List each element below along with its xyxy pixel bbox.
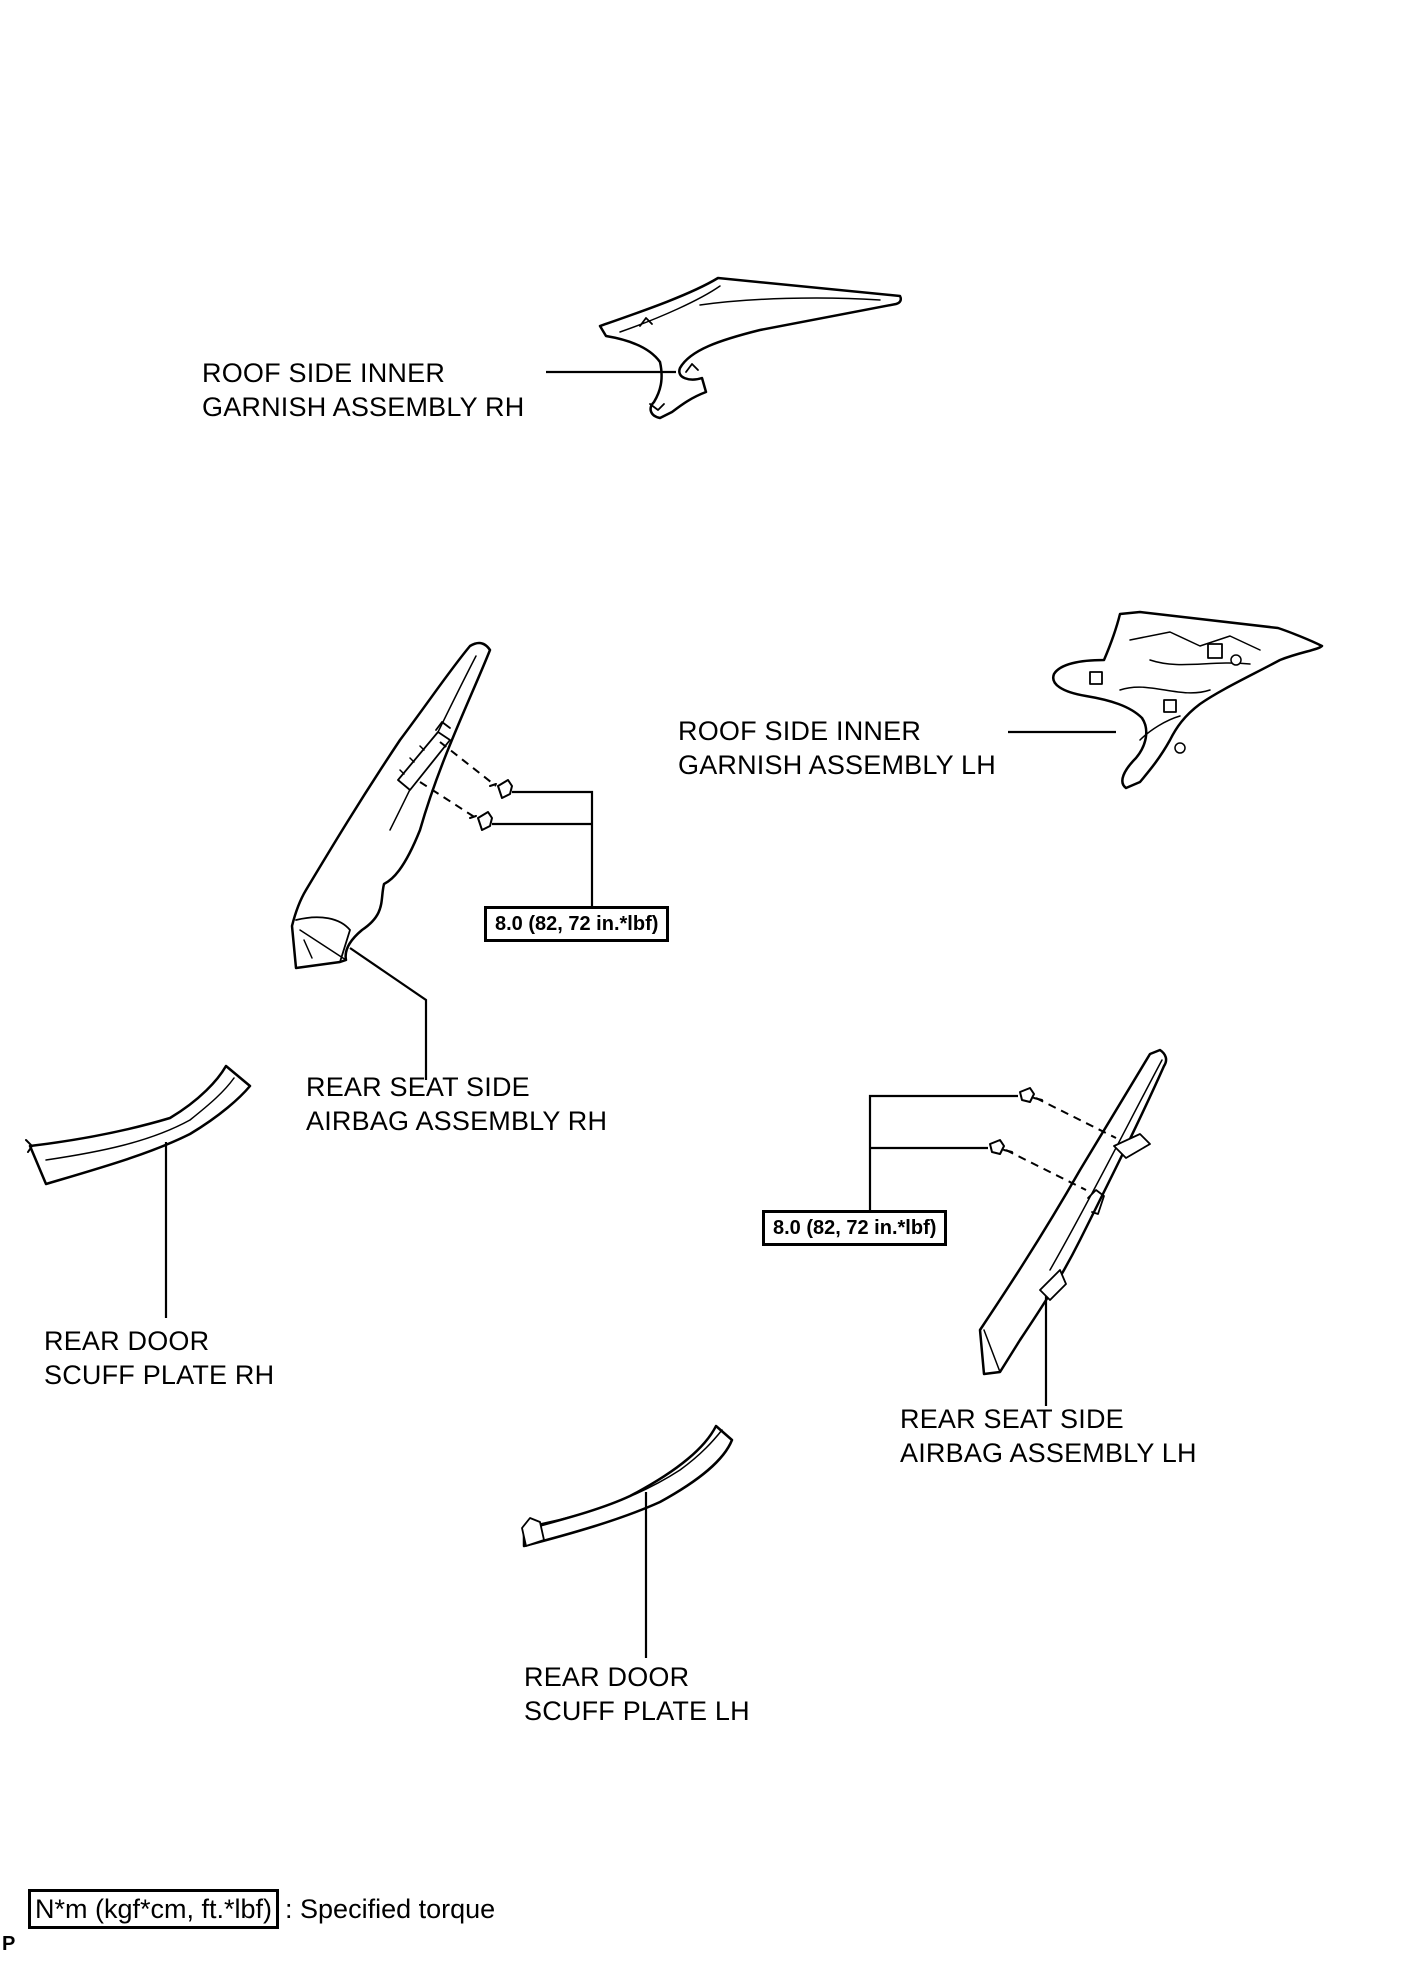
corner-mark: P	[2, 1933, 16, 1955]
scuff-plate-lh-illustration	[521, 1424, 734, 1548]
airbag-lh-illustration	[978, 1048, 1168, 1376]
legend-description: : Specified torque	[285, 1893, 496, 1924]
torque-bracket-rh	[492, 790, 594, 910]
fastener-line-lh-lower	[1005, 1149, 1087, 1191]
label-scuff-rh: REAR DOOR SCUFF PLATE RH	[44, 1326, 275, 1390]
bolt-rh-upper	[489, 779, 513, 799]
scuff-plate-rh-illustration	[25, 1064, 252, 1186]
label-airbag-lh: REAR SEAT SIDE AIRBAG ASSEMBLY LH	[900, 1404, 1197, 1468]
fastener-line-lh-upper	[1035, 1097, 1117, 1139]
label-roof-garnish-lh: ROOF SIDE INNER GARNISH ASSEMBLY LH	[678, 716, 996, 780]
torque-spec-rh: 8.0 (82, 72 in.*lbf)	[484, 906, 670, 942]
roof-garnish-lh-illustration	[1052, 610, 1324, 790]
bolt-rh-lower	[469, 811, 493, 831]
airbag-rh-illustration	[290, 641, 492, 970]
fastener-line-rh-upper	[439, 741, 497, 787]
leader-airbag-rh	[349, 947, 428, 1080]
fastener-line-rh-lower	[419, 781, 477, 819]
label-roof-garnish-rh: ROOF SIDE INNER GARNISH ASSEMBLY RH	[202, 358, 525, 422]
label-scuff-lh: REAR DOOR SCUFF PLATE LH	[524, 1662, 750, 1726]
roof-garnish-rh-illustration	[598, 276, 903, 420]
torque-legend: N*m (kgf*cm, ft.*lbf) : Specified torque	[28, 1889, 495, 1929]
legend-unit-box: N*m (kgf*cm, ft.*lbf)	[28, 1889, 280, 1929]
torque-spec-lh: 8.0 (82, 72 in.*lbf)	[762, 1210, 948, 1246]
torque-bracket-lh	[868, 1094, 1018, 1216]
label-airbag-rh: REAR SEAT SIDE AIRBAG ASSEMBLY RH	[306, 1072, 608, 1136]
